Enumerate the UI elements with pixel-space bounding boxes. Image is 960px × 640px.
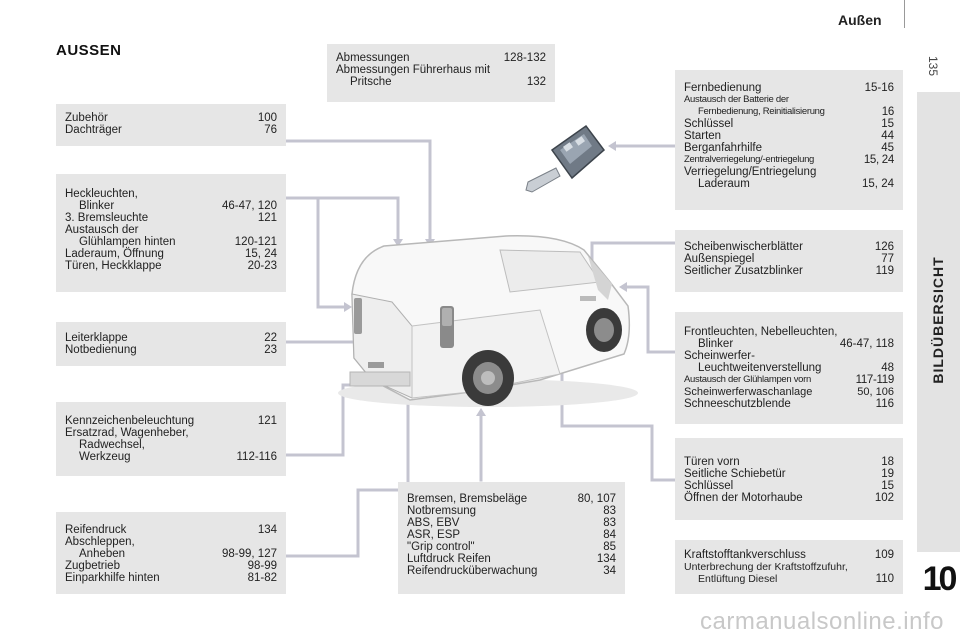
- page-title: AUSSEN: [56, 42, 122, 59]
- index-entry: Austausch der Batterie der: [684, 94, 789, 105]
- index-entry: Scheinwerfer-: [684, 350, 755, 362]
- index-entry: Verriegelung/Entriegelung: [684, 166, 817, 178]
- index-entry: Heckleuchten,: [65, 188, 138, 200]
- index-entry: Unterbrechung der Kraftstoffzufuhr,: [684, 561, 848, 573]
- section-title: Außen: [838, 12, 882, 28]
- chapter-number: 10: [922, 560, 958, 598]
- index-entry: Austausch der: [65, 224, 139, 236]
- chapter-side-tab: [917, 92, 960, 552]
- index-entry: Abmessungen Führerhaus mit: [336, 64, 491, 76]
- index-entry: Ersatzrad, Wagenheber,: [65, 427, 189, 439]
- index-entry: Frontleuchten, Nebelleuchten,: [684, 326, 838, 338]
- index-entry: "Grip control"85: [407, 541, 616, 553]
- index-entry: Abschleppen,: [65, 536, 135, 548]
- index-entry: Radwechsel,: [79, 439, 145, 451]
- key-fob-illustration: [525, 124, 606, 193]
- van-illustration: [338, 235, 638, 407]
- header-divider: [904, 0, 905, 28]
- watermark: carmanualsonline.info: [700, 608, 944, 635]
